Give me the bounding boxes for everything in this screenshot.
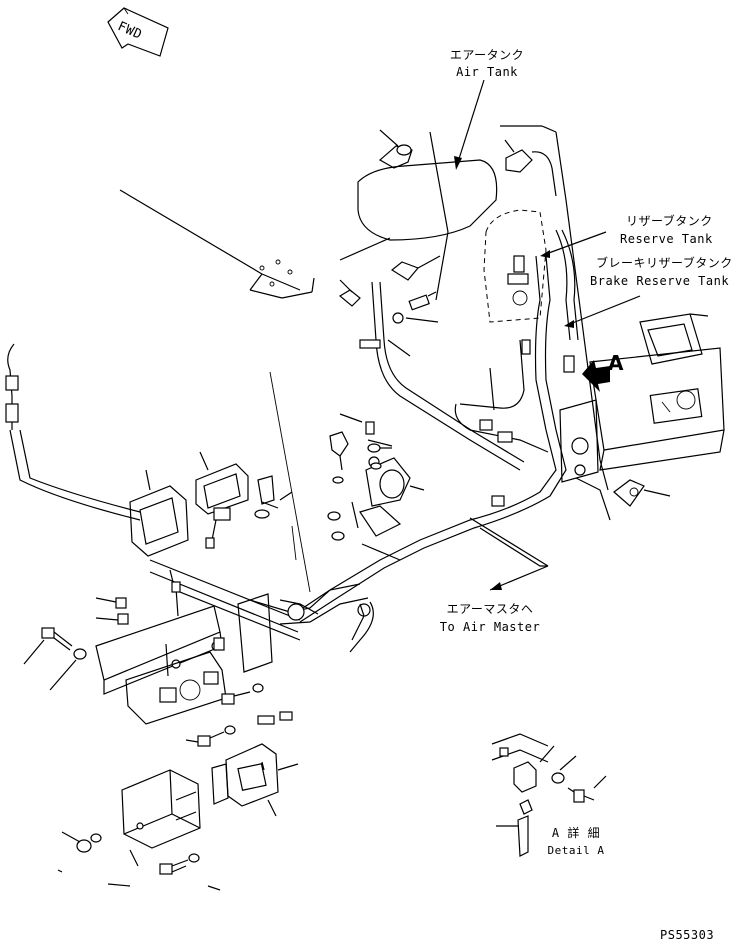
horn-icon (359, 456, 425, 537)
air-tank-label-en: Air Tank (456, 65, 518, 79)
fwd-arrow-icon (107, 7, 169, 57)
brake-reserve-tank-label-en: Brake Reserve Tank (590, 274, 730, 288)
mounting-bracket-icon (121, 769, 201, 849)
reserve-tank-label-jp: リザーブタンク (626, 214, 713, 228)
view-a-label: A (608, 351, 624, 375)
center-work-lamp-icon (195, 451, 249, 549)
detail-a-label-jp: A 詳 細 (551, 826, 601, 840)
detail-a-inset-icon (491, 733, 607, 857)
to-air-master-label-en: To Air Master (439, 620, 541, 634)
side-lamp-icon (211, 743, 279, 807)
reserve-tank-label-en: Reserve Tank (620, 232, 713, 246)
drawing-number: PS55303 (660, 928, 715, 942)
brake-reserve-tank-label-jp: ブレーキリザーブタンク (596, 256, 733, 270)
view-a-arrow-icon (582, 360, 610, 392)
air-tank-label-jp: エアータンク (449, 48, 525, 62)
rear-lamp-plate-icon (95, 605, 227, 725)
left-work-lamp-icon (129, 469, 189, 557)
reserve-tank-icon (483, 209, 547, 323)
right-lamp-box-icon (589, 313, 725, 471)
air-tank-icon (357, 129, 557, 241)
bolt-icon (23, 627, 87, 691)
to-air-master-label-jp: エアーマスタヘ (446, 602, 534, 616)
detail-a-label-en: Detail A (547, 844, 605, 857)
